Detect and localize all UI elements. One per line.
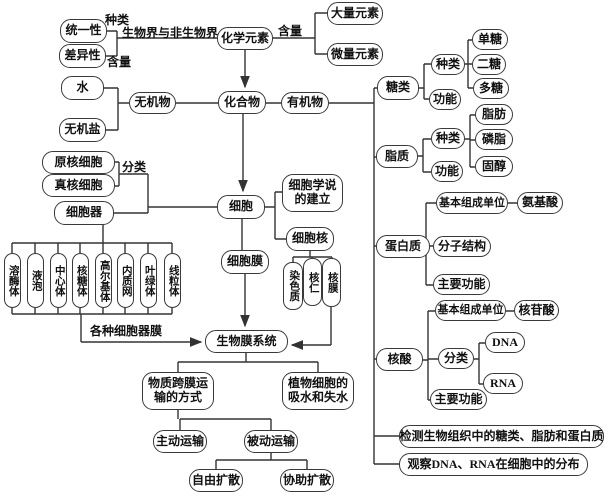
node-prokaryotic-cell: 原核细胞 — [42, 151, 115, 174]
node-endoplasmic-reticulum: 内质网 — [117, 253, 134, 308]
node-micro-elements: 微量元素 — [327, 43, 383, 66]
node-protein: 蛋白质 — [376, 235, 430, 258]
node-sugars: 糖类 — [377, 76, 419, 100]
node-lipids: 脂质 — [376, 145, 418, 168]
node-chloroplast: 叶绿体 — [140, 253, 157, 308]
node-plant-cell-water: 植物细胞的吸水和失水 — [282, 372, 354, 410]
node-cell-theory: 细胞学说的建立 — [282, 174, 343, 212]
node-nucleus: 细胞核 — [286, 227, 334, 251]
node-nuclear-membrane: 核膜 — [322, 258, 341, 307]
node-inorganic-salt: 无机盐 — [59, 118, 106, 142]
node-lipid-types: 种类 — [431, 128, 465, 149]
node-unity: 统一性 — [60, 19, 107, 43]
node-passive-transport: 被动运输 — [244, 430, 298, 453]
node-lysosome: 溶酶体 — [4, 253, 21, 308]
node-centrosome: 中心体 — [50, 253, 67, 308]
node-nucleotide: 核苷酸 — [514, 300, 559, 321]
node-chem-elements: 化学元素 — [217, 27, 273, 50]
node-macro-elements: 大量元素 — [327, 2, 383, 25]
node-sugar-types: 种类 — [431, 54, 465, 75]
node-inorganic-compound: 无机物 — [129, 92, 176, 114]
node-transmembrane-transport: 物质跨膜运输的方式 — [142, 372, 214, 410]
node-nucleolus: 核仁 — [303, 258, 322, 306]
edge-label-various-organelle-membranes: 各种细胞器膜 — [90, 324, 163, 338]
node-nucleic-acid: 核酸 — [376, 348, 423, 371]
node-protein-main-functions: 主要功能 — [433, 274, 490, 295]
node-eukaryotic-cell: 真核细胞 — [42, 174, 115, 197]
node-organelle: 细胞器 — [54, 201, 114, 225]
node-monosaccharide: 单糖 — [472, 29, 508, 50]
node-polysaccharide: 多糖 — [473, 78, 509, 99]
node-molecular-structure: 分子结构 — [433, 236, 491, 257]
node-na-classification: 分类 — [438, 348, 474, 369]
node-biomembrane-system: 生物膜系统 — [205, 330, 288, 353]
node-fat: 脂肪 — [475, 104, 513, 125]
node-na-basic-unit: 基本组成单位 — [435, 300, 506, 321]
node-ribosome: 核糖体 — [72, 253, 89, 308]
node-dna: DNA — [485, 332, 525, 353]
node-cell: 细胞 — [217, 195, 265, 219]
node-water: 水 — [61, 76, 104, 100]
node-golgi-body: 高尔基体 — [95, 253, 112, 308]
node-na-main-functions: 主要功能 — [430, 389, 487, 410]
node-mitochondrion: 线粒体 — [164, 253, 181, 308]
edge-label-species: 种类 — [105, 13, 130, 27]
node-sugar-functions: 功能 — [429, 89, 461, 110]
edge-label-content-right: 含量 — [278, 24, 303, 38]
node-phospholipid: 磷脂 — [475, 129, 513, 150]
edge-label-content-left: 含量 — [107, 55, 132, 69]
node-protein-basic-unit: 基本组成单位 — [436, 192, 508, 214]
node-vacuole: 液泡 — [27, 253, 44, 308]
edge-label-classification: 分类 — [122, 160, 147, 174]
node-compound: 化合物 — [218, 91, 266, 114]
node-lipid-functions: 功能 — [431, 161, 463, 182]
node-rna: RNA — [483, 373, 523, 394]
node-detect-experiment: 检测生物组织中的糖类、脂肪和蛋白质 — [399, 425, 604, 448]
node-free-diffusion: 自由扩散 — [189, 469, 243, 492]
node-amino-acid: 氨基酸 — [517, 192, 563, 214]
node-active-transport: 主动运输 — [153, 430, 207, 453]
node-organic-compound: 有机物 — [281, 92, 329, 114]
node-observe-experiment: 观察DNA、RNA在细胞中的分布 — [399, 453, 588, 476]
node-difference: 差异性 — [59, 44, 106, 68]
node-disaccharide: 二糖 — [472, 54, 506, 75]
node-facilitated-diffusion: 协助扩散 — [280, 469, 334, 492]
node-chromatin: 染色质 — [283, 262, 303, 310]
node-cell-membrane: 细胞膜 — [221, 250, 269, 274]
edge-label-bio-vs-nonbio: 生物界与非生物界 — [122, 26, 219, 40]
node-sterol: 固醇 — [475, 156, 513, 177]
